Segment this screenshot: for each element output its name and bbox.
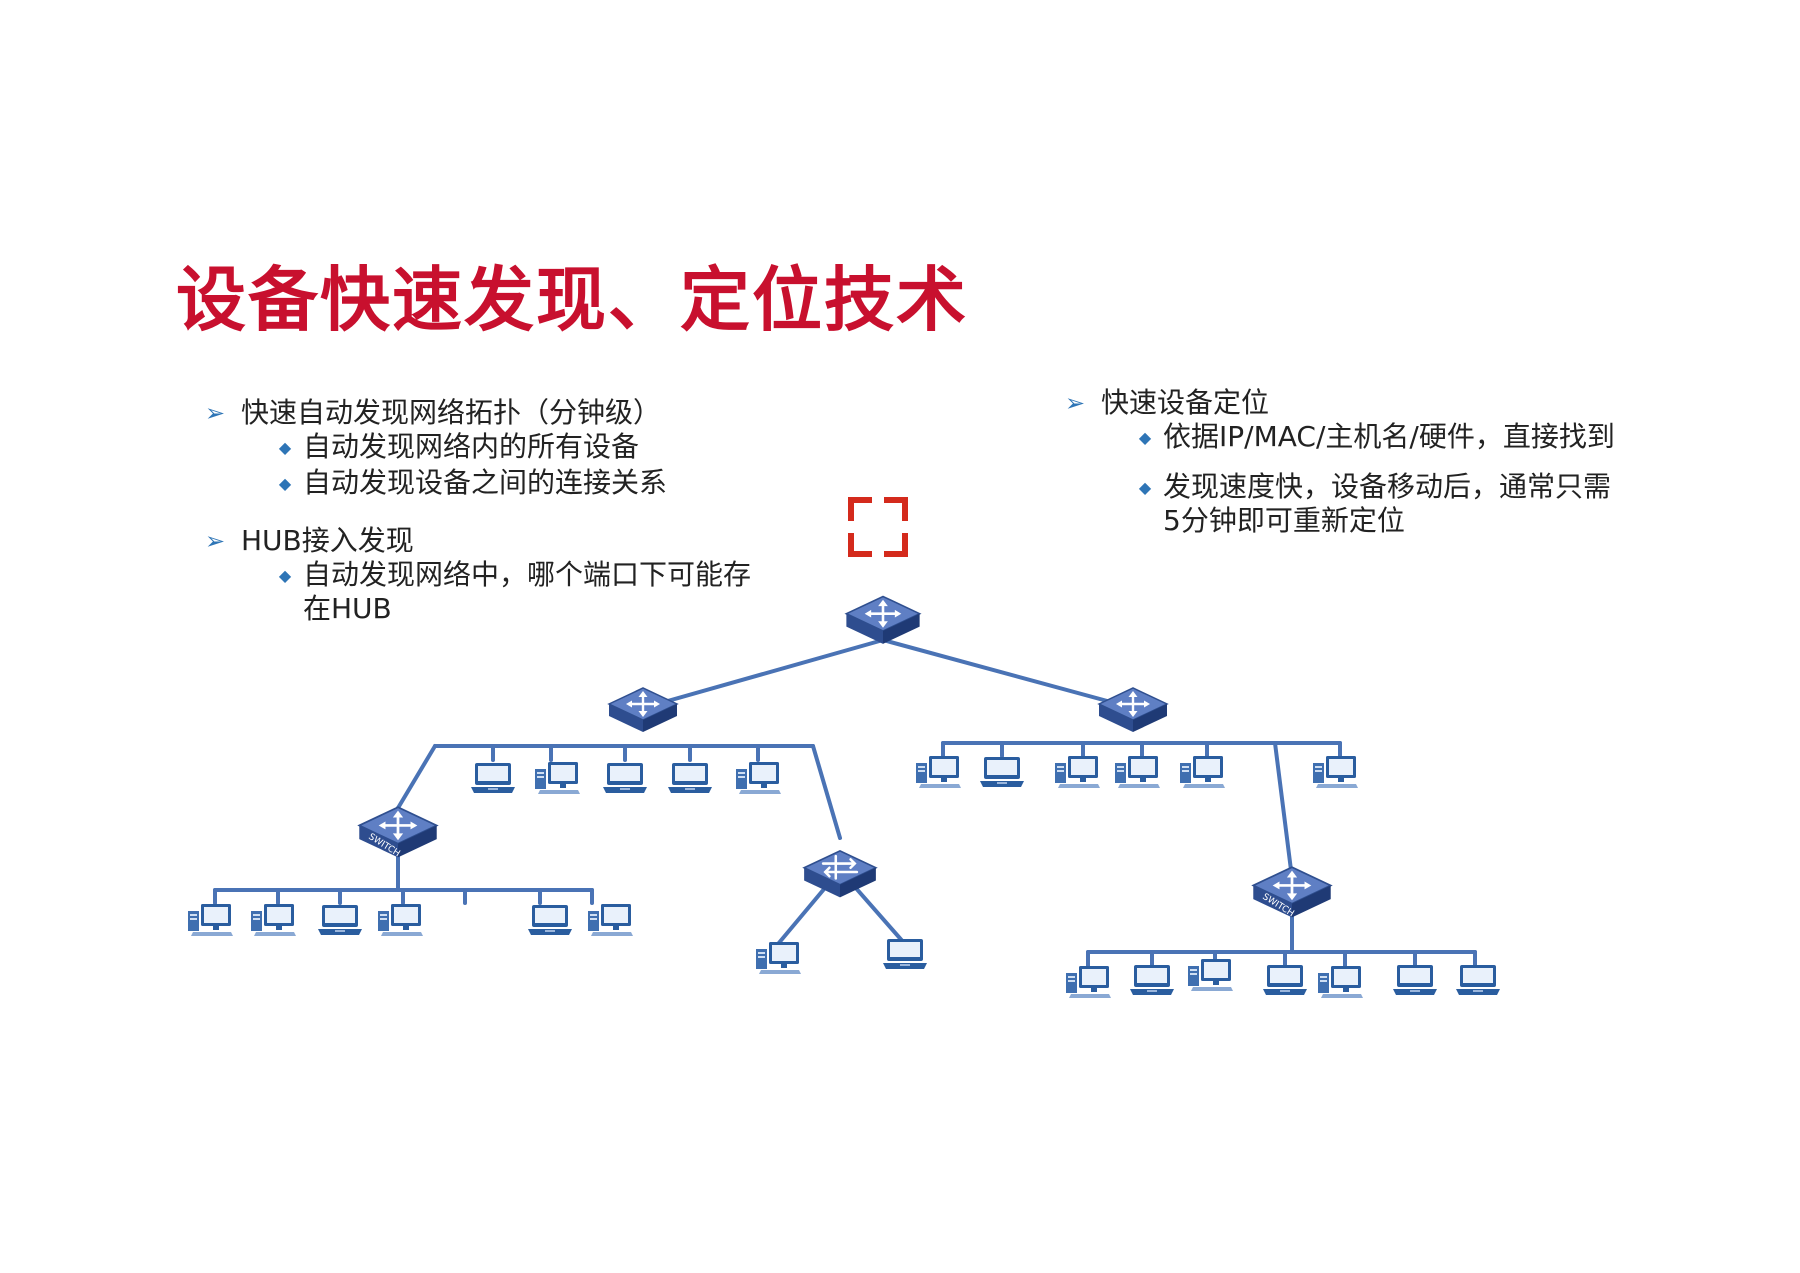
laptop-icon <box>883 939 927 969</box>
list-item: ➢ HUB接入发现 <box>205 524 414 557</box>
link-line <box>881 638 1135 710</box>
laptop-icon <box>668 763 712 793</box>
bullet-arrow-icon: ➢ <box>1065 389 1086 417</box>
list-subitem: ◆ 发现速度快，设备移动后，通常只需 5分钟即可重新定位 <box>1127 470 1615 538</box>
desktop-icon <box>736 762 781 794</box>
link-line <box>1273 741 1294 880</box>
right-bullet-list: ➢ 快速设备定位 ◆ 依据IP/MAC/主机名/硬件，直接找到 ◆ 发现速度快，… <box>1065 386 1615 538</box>
list-subitem: ◆ 自动发现设备之间的连接关系 <box>267 466 751 502</box>
bullet-diamond-icon: ◆ <box>1138 428 1152 447</box>
list-item: ➢ 快速设备定位 <box>1065 386 1270 419</box>
desktop-icon <box>588 904 633 936</box>
list-subitem: ◆ 自动发现网络中，哪个端口下可能存 在HUB <box>267 558 751 626</box>
network-links <box>213 638 1477 968</box>
bullet-diamond-icon: ◆ <box>1138 478 1152 497</box>
desktop-icon <box>535 762 580 794</box>
desktop-icon <box>1055 756 1100 788</box>
bullet-arrow-icon: ➢ <box>205 527 226 555</box>
desktop-icon <box>188 904 233 936</box>
desktop-icon <box>1313 756 1358 788</box>
laptop-icon <box>1130 965 1174 995</box>
link-line <box>641 638 885 710</box>
bullet-diamond-icon: ◆ <box>278 438 292 457</box>
list-subitem: ◆ 自动发现网络内的所有设备 <box>267 430 751 466</box>
desktop-icon <box>1188 959 1233 991</box>
switch-icon <box>607 686 679 734</box>
list-item: ➢ 快速自动发现网络拓扑（分钟级） <box>205 396 662 429</box>
slide-title: 设备快速发现、定位技术 <box>176 259 968 341</box>
switch-icon <box>1097 686 1169 734</box>
link-line <box>396 744 437 810</box>
desktop-icon <box>1180 756 1225 788</box>
laptop-icon <box>1393 965 1437 995</box>
desktop-icon <box>1066 966 1111 998</box>
laptop-icon <box>603 763 647 793</box>
hub-icon <box>802 849 878 899</box>
desktop-icon <box>1115 756 1160 788</box>
bullet-diamond-icon: ◆ <box>278 474 292 493</box>
laptop-icon <box>471 763 515 793</box>
laptop-icon <box>528 905 572 935</box>
link-line <box>811 744 842 840</box>
laptop-icon <box>318 905 362 935</box>
bullet-arrow-icon: ➢ <box>205 399 226 427</box>
desktop-icon <box>916 756 961 788</box>
laptop-icon <box>980 757 1024 787</box>
laptop-icon <box>1456 965 1500 995</box>
laptop-icon <box>1263 965 1307 995</box>
desktop-icon <box>251 904 296 936</box>
switch-icon <box>845 595 921 646</box>
left-bullet-list: ➢ 快速自动发现网络拓扑（分钟级） ◆ 自动发现网络内的所有设备 ◆ 自动发现设… <box>205 396 751 626</box>
bullet-diamond-icon: ◆ <box>278 566 292 585</box>
list-subitem: ◆ 依据IP/MAC/主机名/硬件，直接找到 <box>1127 420 1615 456</box>
desktop-icon <box>1318 966 1363 998</box>
focus-corner-icon <box>848 497 908 557</box>
desktop-icon <box>378 904 423 936</box>
desktop-icon <box>756 942 801 974</box>
